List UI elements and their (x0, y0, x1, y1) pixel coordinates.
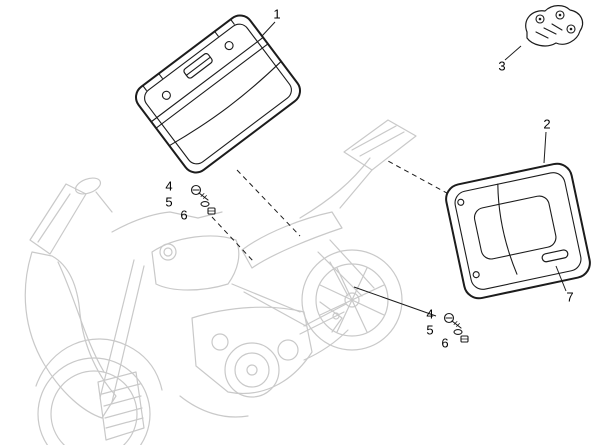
fastener-group-left (190, 184, 216, 215)
rear-wheel (301, 249, 403, 351)
callout-5-left: 5 (165, 194, 173, 210)
mirror (74, 177, 102, 195)
callout-4-left: 4 (165, 178, 173, 194)
engine (191, 306, 313, 395)
case-slot (541, 249, 569, 263)
side-case-left (135, 14, 301, 174)
leader-lines (261, 21, 567, 292)
callout-3: 3 (498, 58, 506, 74)
guide-case-right-to-bike (387, 160, 457, 199)
leader-1 (261, 21, 276, 37)
guide-fasteners-right-to-bike (353, 286, 437, 317)
screw-head (443, 312, 455, 324)
motorcycle-sketch (24, 119, 417, 445)
guide-case-left-to-bike (236, 169, 301, 237)
mounting-bracket (525, 5, 584, 47)
radiator (97, 371, 145, 441)
screw-head (190, 184, 202, 196)
washer (200, 201, 210, 207)
callout-2: 2 (543, 116, 551, 132)
fastener-group-right (443, 312, 469, 343)
assembly-guides (211, 160, 457, 317)
callout-7: 7 (566, 289, 574, 305)
seat (241, 211, 343, 269)
washer (453, 329, 463, 335)
windscreen (29, 183, 87, 255)
callout-1: 1 (273, 6, 281, 22)
case-inner-panel (473, 195, 557, 260)
leader-7 (555, 265, 567, 292)
side-case-right (445, 162, 591, 300)
callout-6-left: 6 (180, 207, 188, 223)
front-fairing (24, 251, 117, 419)
guide-fasteners-left-to-bike (211, 216, 255, 263)
rear-rack (343, 119, 417, 171)
front-fender (35, 338, 163, 391)
leader-3 (504, 45, 522, 61)
callout-5-right: 5 (426, 322, 434, 338)
case-lock (161, 90, 171, 100)
front-wheel (37, 357, 151, 445)
callout-6-right: 6 (441, 335, 449, 351)
handlebar (111, 211, 199, 233)
callout-4-right: 4 (426, 306, 434, 322)
leader-2 (543, 131, 547, 164)
fuel-tank (151, 235, 240, 291)
